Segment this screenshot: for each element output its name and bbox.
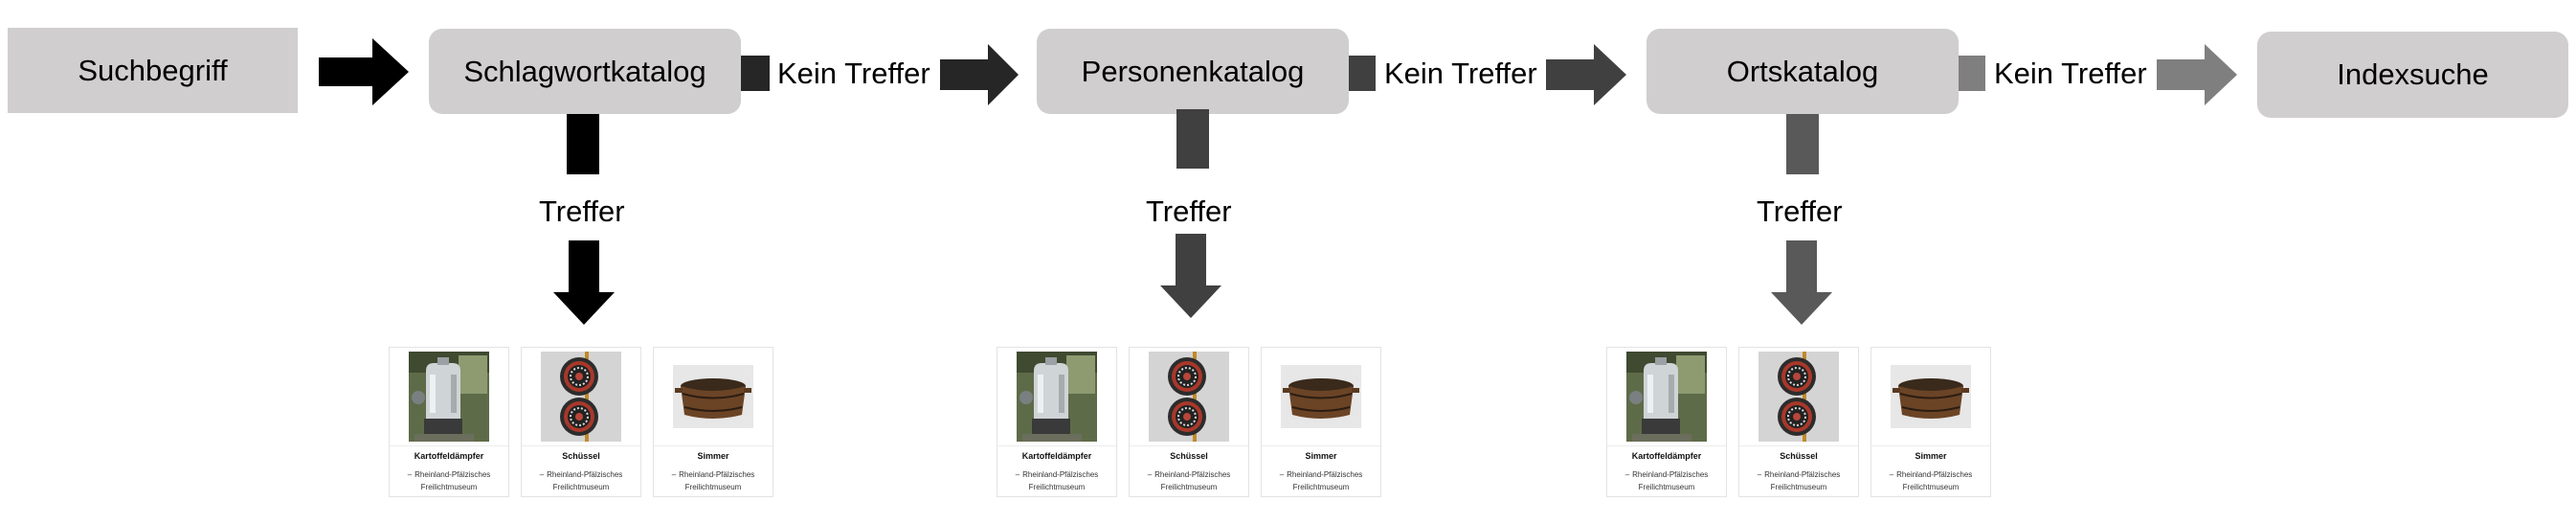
card-title: Simmer (697, 451, 729, 461)
no-match-connector-1 (741, 56, 770, 91)
match-arrow-1 (553, 240, 615, 325)
kein-treffer-label-1: Kein Treffer (777, 57, 930, 90)
tub-icon (673, 352, 753, 442)
card-title: Schüssel (562, 451, 600, 461)
indexsuche-label: Indexsuche (2337, 57, 2489, 91)
steamer-icon (409, 352, 489, 442)
card-title: Simmer (1305, 451, 1337, 461)
schlagwortkatalog-box: Schlagwortkatalog (429, 29, 741, 114)
card-title: Kartoffeldämpfer (1021, 451, 1092, 461)
arrow-to-ortskatalog (1546, 44, 1626, 105)
treffer-label-3: Treffer (1757, 194, 1843, 228)
personenkatalog-label: Personenkatalog (1081, 54, 1305, 88)
arrow-to-schlagwortkatalog (319, 38, 409, 105)
kein-treffer-label-3: Kein Treffer (1994, 57, 2147, 90)
card-title: Kartoffeldämpfer (1631, 451, 1702, 461)
card-title: Schüssel (1780, 451, 1818, 461)
schlagwortkatalog-label: Schlagwortkatalog (463, 54, 706, 88)
match-connector-2 (1176, 109, 1209, 169)
match-connector-1 (567, 114, 599, 174)
ortskatalog-box: Ortskatalog (1646, 29, 1959, 114)
treffer-label-1: Treffer (539, 194, 625, 228)
no-match-connector-3 (1959, 56, 1985, 91)
bowl-icon (1149, 352, 1229, 442)
arrow-to-personenkatalog (940, 44, 1019, 105)
bowl-icon (541, 352, 621, 442)
match-arrow-2 (1160, 234, 1221, 318)
match-arrow-3 (1771, 240, 1832, 325)
arrow-to-indexsuche (2157, 44, 2237, 105)
card-title: Kartoffeldämpfer (414, 451, 484, 461)
personenkatalog-box: Personenkatalog (1037, 29, 1349, 114)
no-match-connector-2 (1349, 56, 1376, 91)
ortskatalog-label: Ortskatalog (1726, 54, 1879, 88)
card-title: Schüssel (1170, 451, 1208, 461)
suchbegriff-box: Suchbegriff (8, 28, 298, 113)
indexsuche-box: Indexsuche (2257, 32, 2568, 118)
steamer-icon (1626, 352, 1707, 442)
suchbegriff-label: Suchbegriff (78, 53, 228, 87)
treffer-label-2: Treffer (1146, 194, 1232, 228)
steamer-icon (1017, 352, 1097, 442)
bowl-icon (1758, 352, 1839, 442)
card-title: Simmer (1915, 451, 1947, 461)
kein-treffer-label-2: Kein Treffer (1384, 57, 1537, 90)
match-connector-3 (1786, 114, 1819, 174)
tub-icon (1281, 352, 1361, 442)
tub-icon (1891, 352, 1971, 442)
